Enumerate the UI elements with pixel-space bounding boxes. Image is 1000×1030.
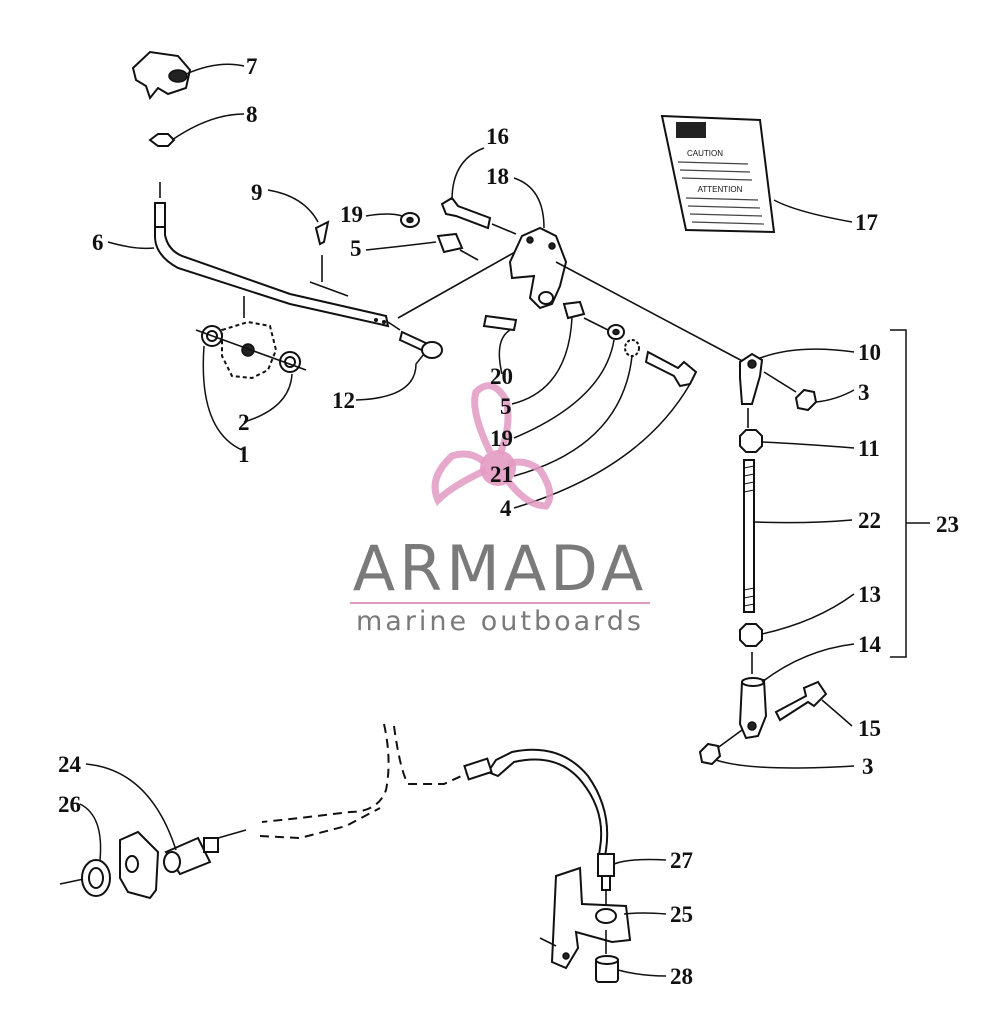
callout-22: 22 xyxy=(858,508,881,533)
screw-28 xyxy=(595,955,619,983)
axis-switch-b xyxy=(217,829,247,839)
callout-5-bottom: 5 xyxy=(500,394,512,419)
switch-plate xyxy=(119,830,160,900)
callout-3-bottom: 3 xyxy=(862,754,874,779)
callout-17: 17 xyxy=(855,210,878,235)
callout-19-top: 19 xyxy=(340,202,363,227)
callout-6: 6 xyxy=(92,230,104,255)
callout-18: 18 xyxy=(486,164,509,189)
axis-spacer xyxy=(459,249,479,261)
callout-15: 15 xyxy=(858,716,881,741)
callout-5-top: 5 xyxy=(350,236,362,261)
nut-11 xyxy=(739,429,763,453)
callout-10: 10 xyxy=(858,340,881,365)
callout-7: 7 xyxy=(246,54,258,79)
axis-mount xyxy=(539,937,557,947)
bracket-23 xyxy=(890,329,907,658)
spacer-5-bottom xyxy=(562,300,586,320)
callout-27: 27 xyxy=(670,848,693,873)
callout-16: 16 xyxy=(486,124,509,149)
knob-nut xyxy=(148,133,176,147)
callout-21: 21 xyxy=(490,462,513,487)
callout-14: 14 xyxy=(858,632,882,657)
bolt-15 xyxy=(774,680,828,722)
watermark-logo-icon xyxy=(431,382,554,510)
callout-11: 11 xyxy=(858,436,880,461)
switch-nut-26 xyxy=(81,859,111,897)
callout-20: 20 xyxy=(490,364,513,389)
callout-13: 13 xyxy=(858,582,881,607)
bolt-4 xyxy=(644,350,698,388)
callout-8: 8 xyxy=(246,102,258,127)
pin-20 xyxy=(482,314,518,332)
lock-washer-21 xyxy=(624,339,640,357)
callout-3-top: 3 xyxy=(858,380,870,405)
clevis-pin xyxy=(398,330,443,359)
callout-26: 26 xyxy=(58,792,81,817)
nut-13 xyxy=(739,623,763,647)
rod-end-14 xyxy=(738,677,768,740)
watermark-subtitle: marine outboards xyxy=(356,606,644,637)
callout-1: 1 xyxy=(238,442,250,467)
callout-23: 23 xyxy=(936,512,959,537)
nut-3-bottom xyxy=(698,742,722,766)
wire-harness xyxy=(259,723,609,863)
callout-4: 4 xyxy=(500,496,512,521)
neutral-switch-24 xyxy=(163,836,219,876)
rod-end-10 xyxy=(739,352,764,405)
caution-decal: CAUTION ATTENTION xyxy=(660,114,776,234)
bolt-16 xyxy=(440,196,492,230)
axis-spacer-b xyxy=(583,317,609,331)
axis-bracket-to-rod-end xyxy=(555,261,749,365)
decal-heading: ATTENTION xyxy=(698,185,743,194)
washer-19-top xyxy=(400,212,420,228)
callout-19-bottom: 19 xyxy=(490,426,513,451)
cotter-pin xyxy=(314,220,330,246)
threaded-rod-22 xyxy=(743,459,755,613)
cable-connector-27 xyxy=(597,853,615,891)
axis-bushings xyxy=(195,329,307,371)
leader-lines xyxy=(79,63,855,977)
axis-pin-a xyxy=(309,281,349,297)
callout-2: 2 xyxy=(238,410,250,435)
decal-heading-2: CAUTION xyxy=(687,149,723,158)
axis-bolt-16 xyxy=(491,223,517,235)
shift-knob xyxy=(131,50,192,101)
mount-bracket-25 xyxy=(550,866,632,970)
watermark-title: ARMADA xyxy=(353,532,647,605)
callout-9: 9 xyxy=(251,180,263,205)
callout-28: 28 xyxy=(670,964,693,989)
nut-3-top xyxy=(794,388,818,412)
callout-24: 24 xyxy=(58,752,82,777)
washer-19-bottom xyxy=(607,324,625,340)
shift-bracket xyxy=(508,226,568,310)
bushing-2 xyxy=(279,351,301,373)
spacer-5-top xyxy=(436,232,464,254)
axis-nut-3 xyxy=(763,371,797,393)
axis-pin-b xyxy=(387,321,401,331)
callout-25: 25 xyxy=(670,902,693,927)
callout-labels: 7 8 9 6 19 5 16 18 17 12 2 1 20 5 19 21 … xyxy=(58,54,959,989)
callout-12: 12 xyxy=(332,388,355,413)
shift-lever xyxy=(154,202,390,328)
